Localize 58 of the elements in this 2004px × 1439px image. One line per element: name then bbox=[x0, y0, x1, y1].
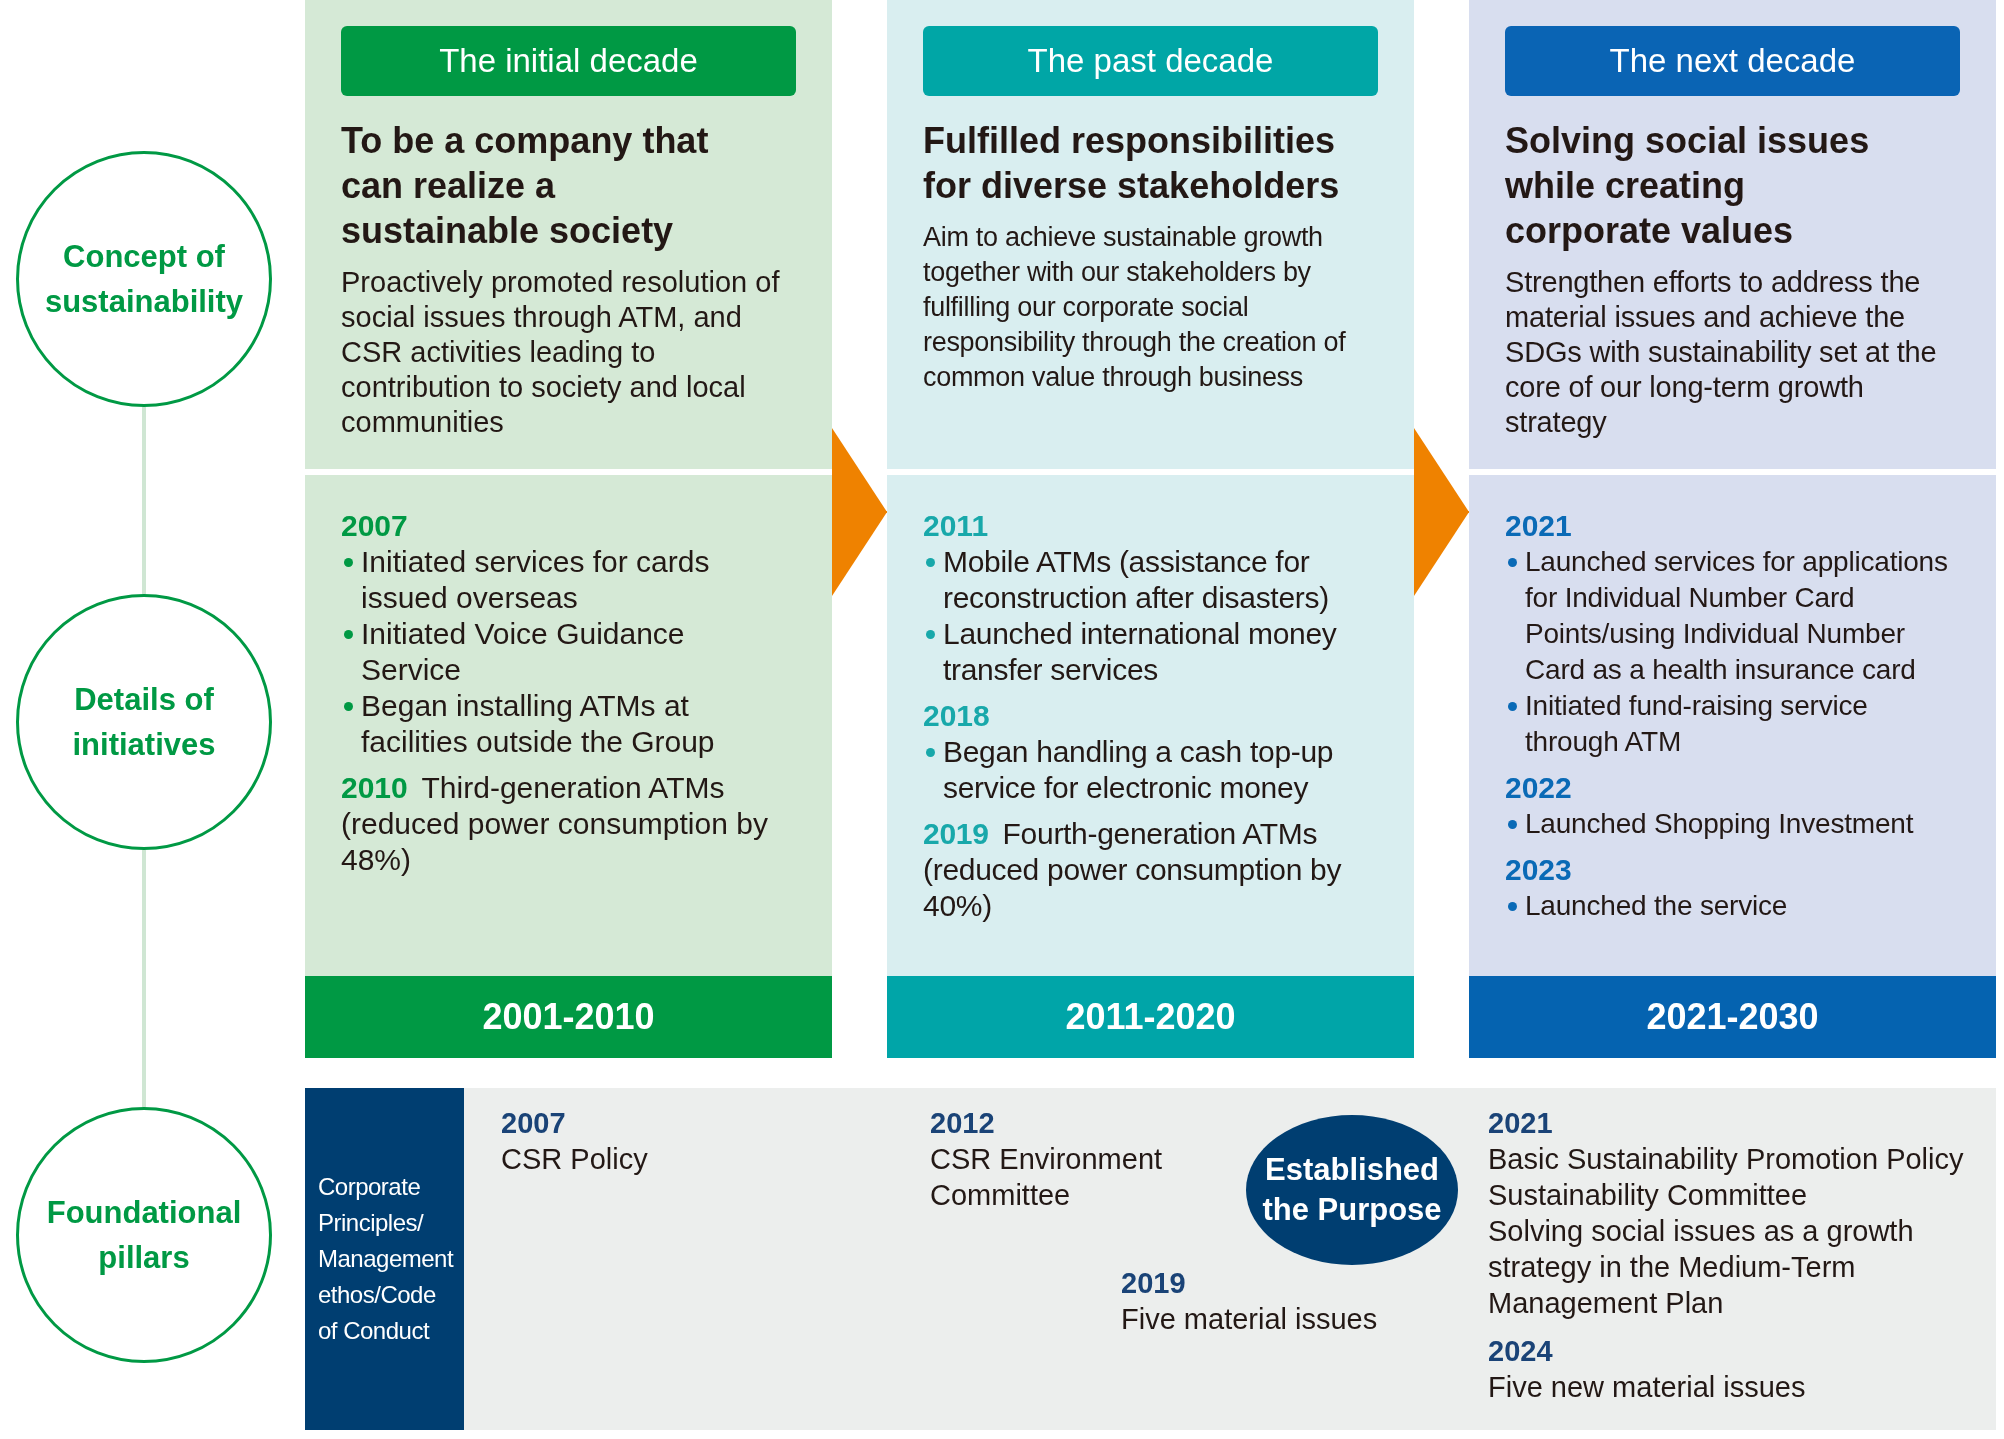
period-bar: 2011-2020 bbox=[887, 976, 1414, 1058]
year-label: 2024 bbox=[1488, 1334, 1553, 1369]
milestone-text: 2010 Third-generation ATMs (reduced power consumption by 48%) bbox=[341, 770, 769, 878]
year-label: 2021 bbox=[1505, 508, 1572, 544]
connector-line bbox=[142, 850, 146, 1107]
year-label: 2023 bbox=[1505, 852, 1572, 888]
year-label: 2018 bbox=[923, 698, 990, 734]
milestone-text: 2019 Fourth-generation ATMs (reduced power consumption by 40%) bbox=[923, 816, 1343, 924]
concept-description: Aim to achieve sustainable growth together with our stakeholders by fulfilling our corporate social responsibility through the creation of common value through business bbox=[923, 221, 1347, 394]
initiative-text: Mobile ATMs (assistance for reconstruction after disasters) bbox=[943, 544, 1330, 616]
period-bar: 2021-2030 bbox=[1469, 976, 1996, 1058]
category-circle: Details of initiatives bbox=[16, 594, 272, 850]
concept-description: Proactively promoted resolution of social issues through ATM, and CSR activities leading to contribution to society and local communities bbox=[341, 265, 781, 440]
category-circle: Concept of sustainability bbox=[16, 151, 272, 407]
concept-heading: Solving social issues while creating corporate values bbox=[1505, 119, 1871, 253]
decade-header: The initial decade bbox=[341, 26, 796, 96]
year-label: 2007 bbox=[341, 508, 408, 544]
initiative-text: Began handling a cash top-up service for electronic money bbox=[943, 734, 1335, 806]
milestone-text: Five material issues bbox=[1121, 1302, 1378, 1337]
milestone-text: Basic Sustainability Promotion Policy bbox=[1488, 1142, 1964, 1177]
concept-description: Strengthen efforts to address the material issues and achieve the SDGs with sustainability set at the core of our long-term growth strategy bbox=[1505, 265, 1938, 440]
connector-line bbox=[142, 407, 146, 594]
milestone-text: Five new material issues bbox=[1488, 1370, 1806, 1405]
chevron-arrow bbox=[1413, 428, 1470, 596]
concept-panel bbox=[887, 0, 1414, 469]
concept-panel bbox=[305, 0, 832, 469]
initiative-text: Initiated Voice Guidance Service bbox=[361, 616, 686, 688]
year-label: 2022 bbox=[1505, 770, 1572, 806]
purpose-ellipse: Established the Purpose bbox=[1246, 1115, 1458, 1265]
decade-header: The next decade bbox=[1505, 26, 1960, 96]
principles-panel: Corporate Principles/ Management ethos/Code of Conduct bbox=[305, 1088, 464, 1430]
year-label: 2021 bbox=[1488, 1106, 1553, 1141]
decade-header: The past decade bbox=[923, 26, 1378, 96]
initiatives-panel bbox=[887, 475, 1414, 976]
initiative-text: Launched the service bbox=[1525, 889, 1788, 923]
milestone-text: Sustainability Committee bbox=[1488, 1178, 1808, 1213]
initiatives-panel bbox=[1469, 475, 1996, 976]
initiative-text: Initiated services for cards issued overseas bbox=[361, 544, 711, 616]
year-label: 2019 bbox=[1121, 1266, 1186, 1301]
chevron-arrow bbox=[831, 428, 888, 596]
category-circle: Foundational pillars bbox=[16, 1107, 272, 1363]
period-bar: 2001-2010 bbox=[305, 976, 832, 1058]
year-label: 2007 bbox=[501, 1106, 566, 1141]
initiative-text: Launched international money transfer services bbox=[943, 616, 1338, 688]
year-label: 2011 bbox=[923, 508, 989, 544]
initiative-text: Launched services for applications for Individual Number Card Points/using Individual Number Card as a health insurance card bbox=[1525, 545, 1949, 687]
milestone-text: CSR Environment Committee bbox=[930, 1142, 1164, 1213]
initiative-text: Initiated fund-raising service through ATM bbox=[1525, 689, 1869, 759]
milestone-text: Solving social issues as a growth strategy in the Medium-Term Management Plan bbox=[1488, 1214, 1915, 1321]
concept-heading: To be a company that can realize a sustainable society bbox=[341, 119, 710, 253]
concept-heading: Fulfilled responsibilities for diverse stakeholders bbox=[923, 119, 1341, 208]
year-label: 2012 bbox=[930, 1106, 995, 1141]
initiative-text: Launched Shopping Investment bbox=[1525, 807, 1914, 841]
foundation-band bbox=[305, 1088, 1996, 1430]
milestone-text: CSR Policy bbox=[501, 1142, 648, 1177]
initiatives-panel bbox=[305, 475, 832, 976]
initiative-text: Began installing ATMs at facilities outside the Group bbox=[361, 688, 716, 760]
concept-panel bbox=[1469, 0, 1996, 469]
